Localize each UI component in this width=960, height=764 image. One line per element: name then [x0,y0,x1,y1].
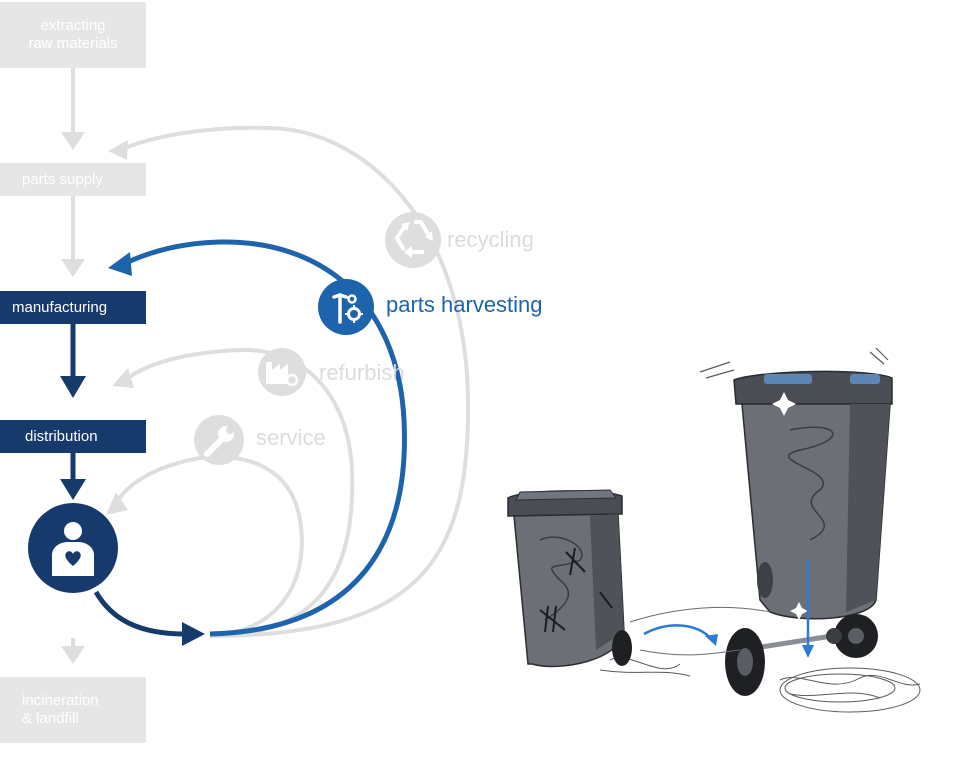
linear-flow-arrowheads-dark [60,376,86,500]
refurbish-loop-arc [126,347,355,638]
service-label: service [256,425,326,450]
user-label: user [53,600,83,617]
ground-shadow-scribbles [599,657,921,713]
stage-parts-supply-label: parts supply [22,170,103,188]
sketch-guide-lines [629,606,771,656]
stage-incineration-landfill: incineration & landfill [0,677,146,743]
detached-wheel-axle [725,628,842,696]
removal-motion-arrowheads [705,634,814,658]
parts-harvesting-label: parts harvesting [386,292,543,317]
stage-distribution-label: distribution [25,427,98,445]
refurbish-label: refurbish [319,360,405,385]
stage-incineration-label: incineration & landfill [22,692,99,727]
stage-distribution: distribution [0,420,146,453]
stage-manufacturing-label: manufacturing [12,298,108,316]
service-loop-arc [116,454,304,638]
parts-harvesting-loop-arc [126,239,407,637]
stage-extracting-label: extracting raw materials [28,17,118,52]
linear-flow-arrowheads-grey [61,132,85,664]
stage-parts-supply: parts supply [0,163,146,196]
stage-extracting-raw-materials: extracting raw materials [0,2,146,68]
small-bin [507,489,632,668]
user-out-arc [93,590,186,637]
recycling-label: recycling [447,227,534,252]
recycling-loop-arc [124,125,471,638]
large-bin [699,347,893,658]
stage-manufacturing: manufacturing [0,291,146,324]
